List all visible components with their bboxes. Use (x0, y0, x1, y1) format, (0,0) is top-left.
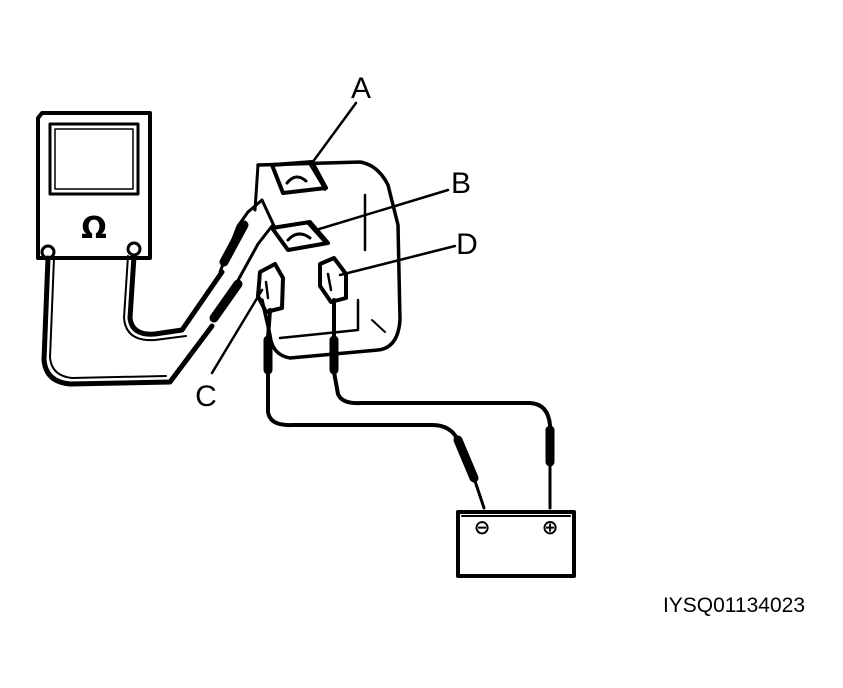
terminal-d (318, 256, 348, 304)
terminal-b (270, 220, 330, 252)
label-c: C (195, 380, 217, 413)
label-leaders (210, 101, 457, 375)
battery-negative-terminal: ⊖ (474, 515, 491, 539)
meter-lead-b (123, 198, 277, 342)
label-b: B (451, 167, 471, 200)
figure-code: IYSQ01134023 (663, 594, 805, 617)
meter-terminal-right (126, 241, 142, 257)
terminal-c (256, 262, 285, 314)
battery-lead-negative (263, 308, 486, 510)
meter-lead-a (41, 224, 274, 387)
ohmmeter: Ω (36, 111, 152, 260)
battery-positive-terminal: ⊕ (542, 515, 559, 539)
label-d: D (456, 228, 478, 261)
battery-lead-positive (329, 298, 555, 510)
battery: ⊖ ⊕ (456, 510, 576, 578)
terminal-a (270, 160, 328, 195)
relay (253, 160, 402, 360)
ohm-symbol: Ω (81, 211, 107, 246)
label-a: A (351, 72, 371, 105)
